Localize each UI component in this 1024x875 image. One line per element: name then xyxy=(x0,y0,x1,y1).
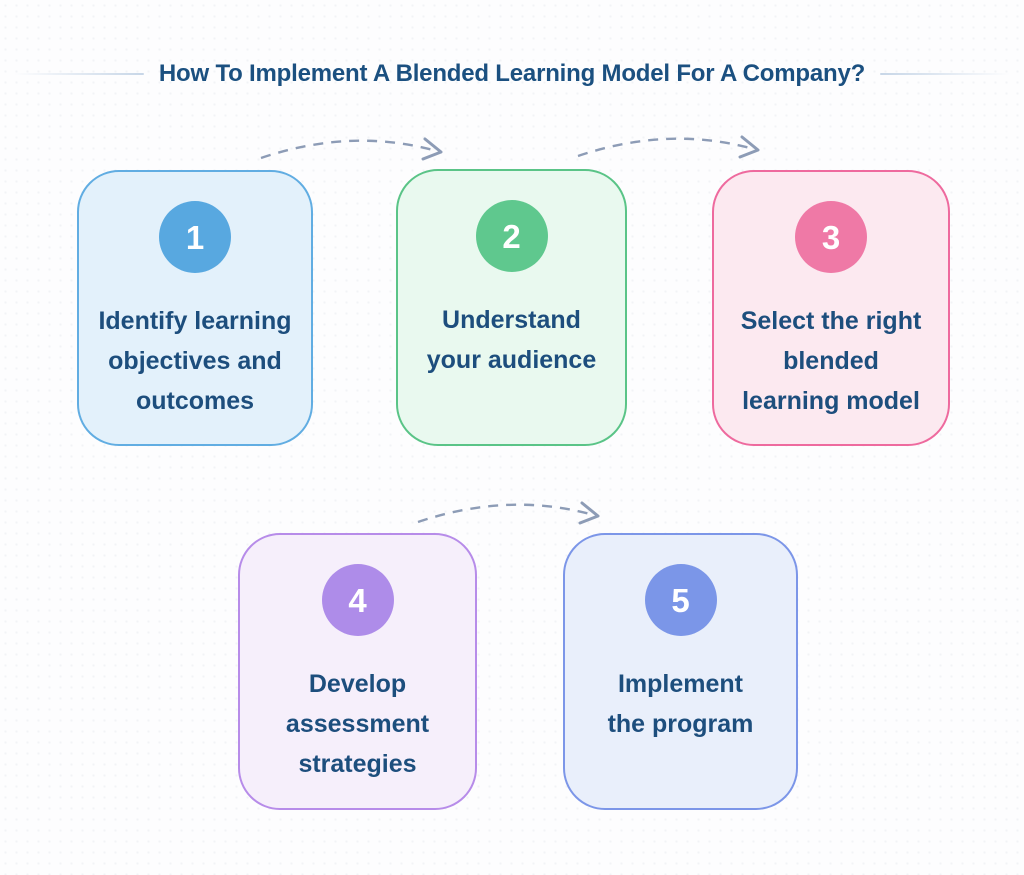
step-number: 3 xyxy=(821,218,841,256)
step-number: 4 xyxy=(348,581,367,619)
arrow-step4-to-step5 xyxy=(417,501,600,525)
arrow-step2-to-step3 xyxy=(577,135,760,159)
step-number-badge: 4 xyxy=(321,564,394,636)
step-number: 2 xyxy=(502,217,521,255)
step-number: 5 xyxy=(671,581,690,619)
step-number-badge: 3 xyxy=(795,201,867,273)
step-number-badge: 1 xyxy=(159,201,231,273)
title-divider-left xyxy=(13,73,144,75)
title-divider-right xyxy=(880,73,1011,75)
header: How To Implement A Blended Learning Mode… xyxy=(0,60,1024,88)
page-title: How To Implement A Blended Learning Mode… xyxy=(158,60,866,87)
step-number: 1 xyxy=(185,218,205,256)
step-number-badge: 5 xyxy=(644,564,717,636)
arrow-step1-to-step2 xyxy=(260,137,443,161)
step-number-badge: 2 xyxy=(475,200,548,272)
